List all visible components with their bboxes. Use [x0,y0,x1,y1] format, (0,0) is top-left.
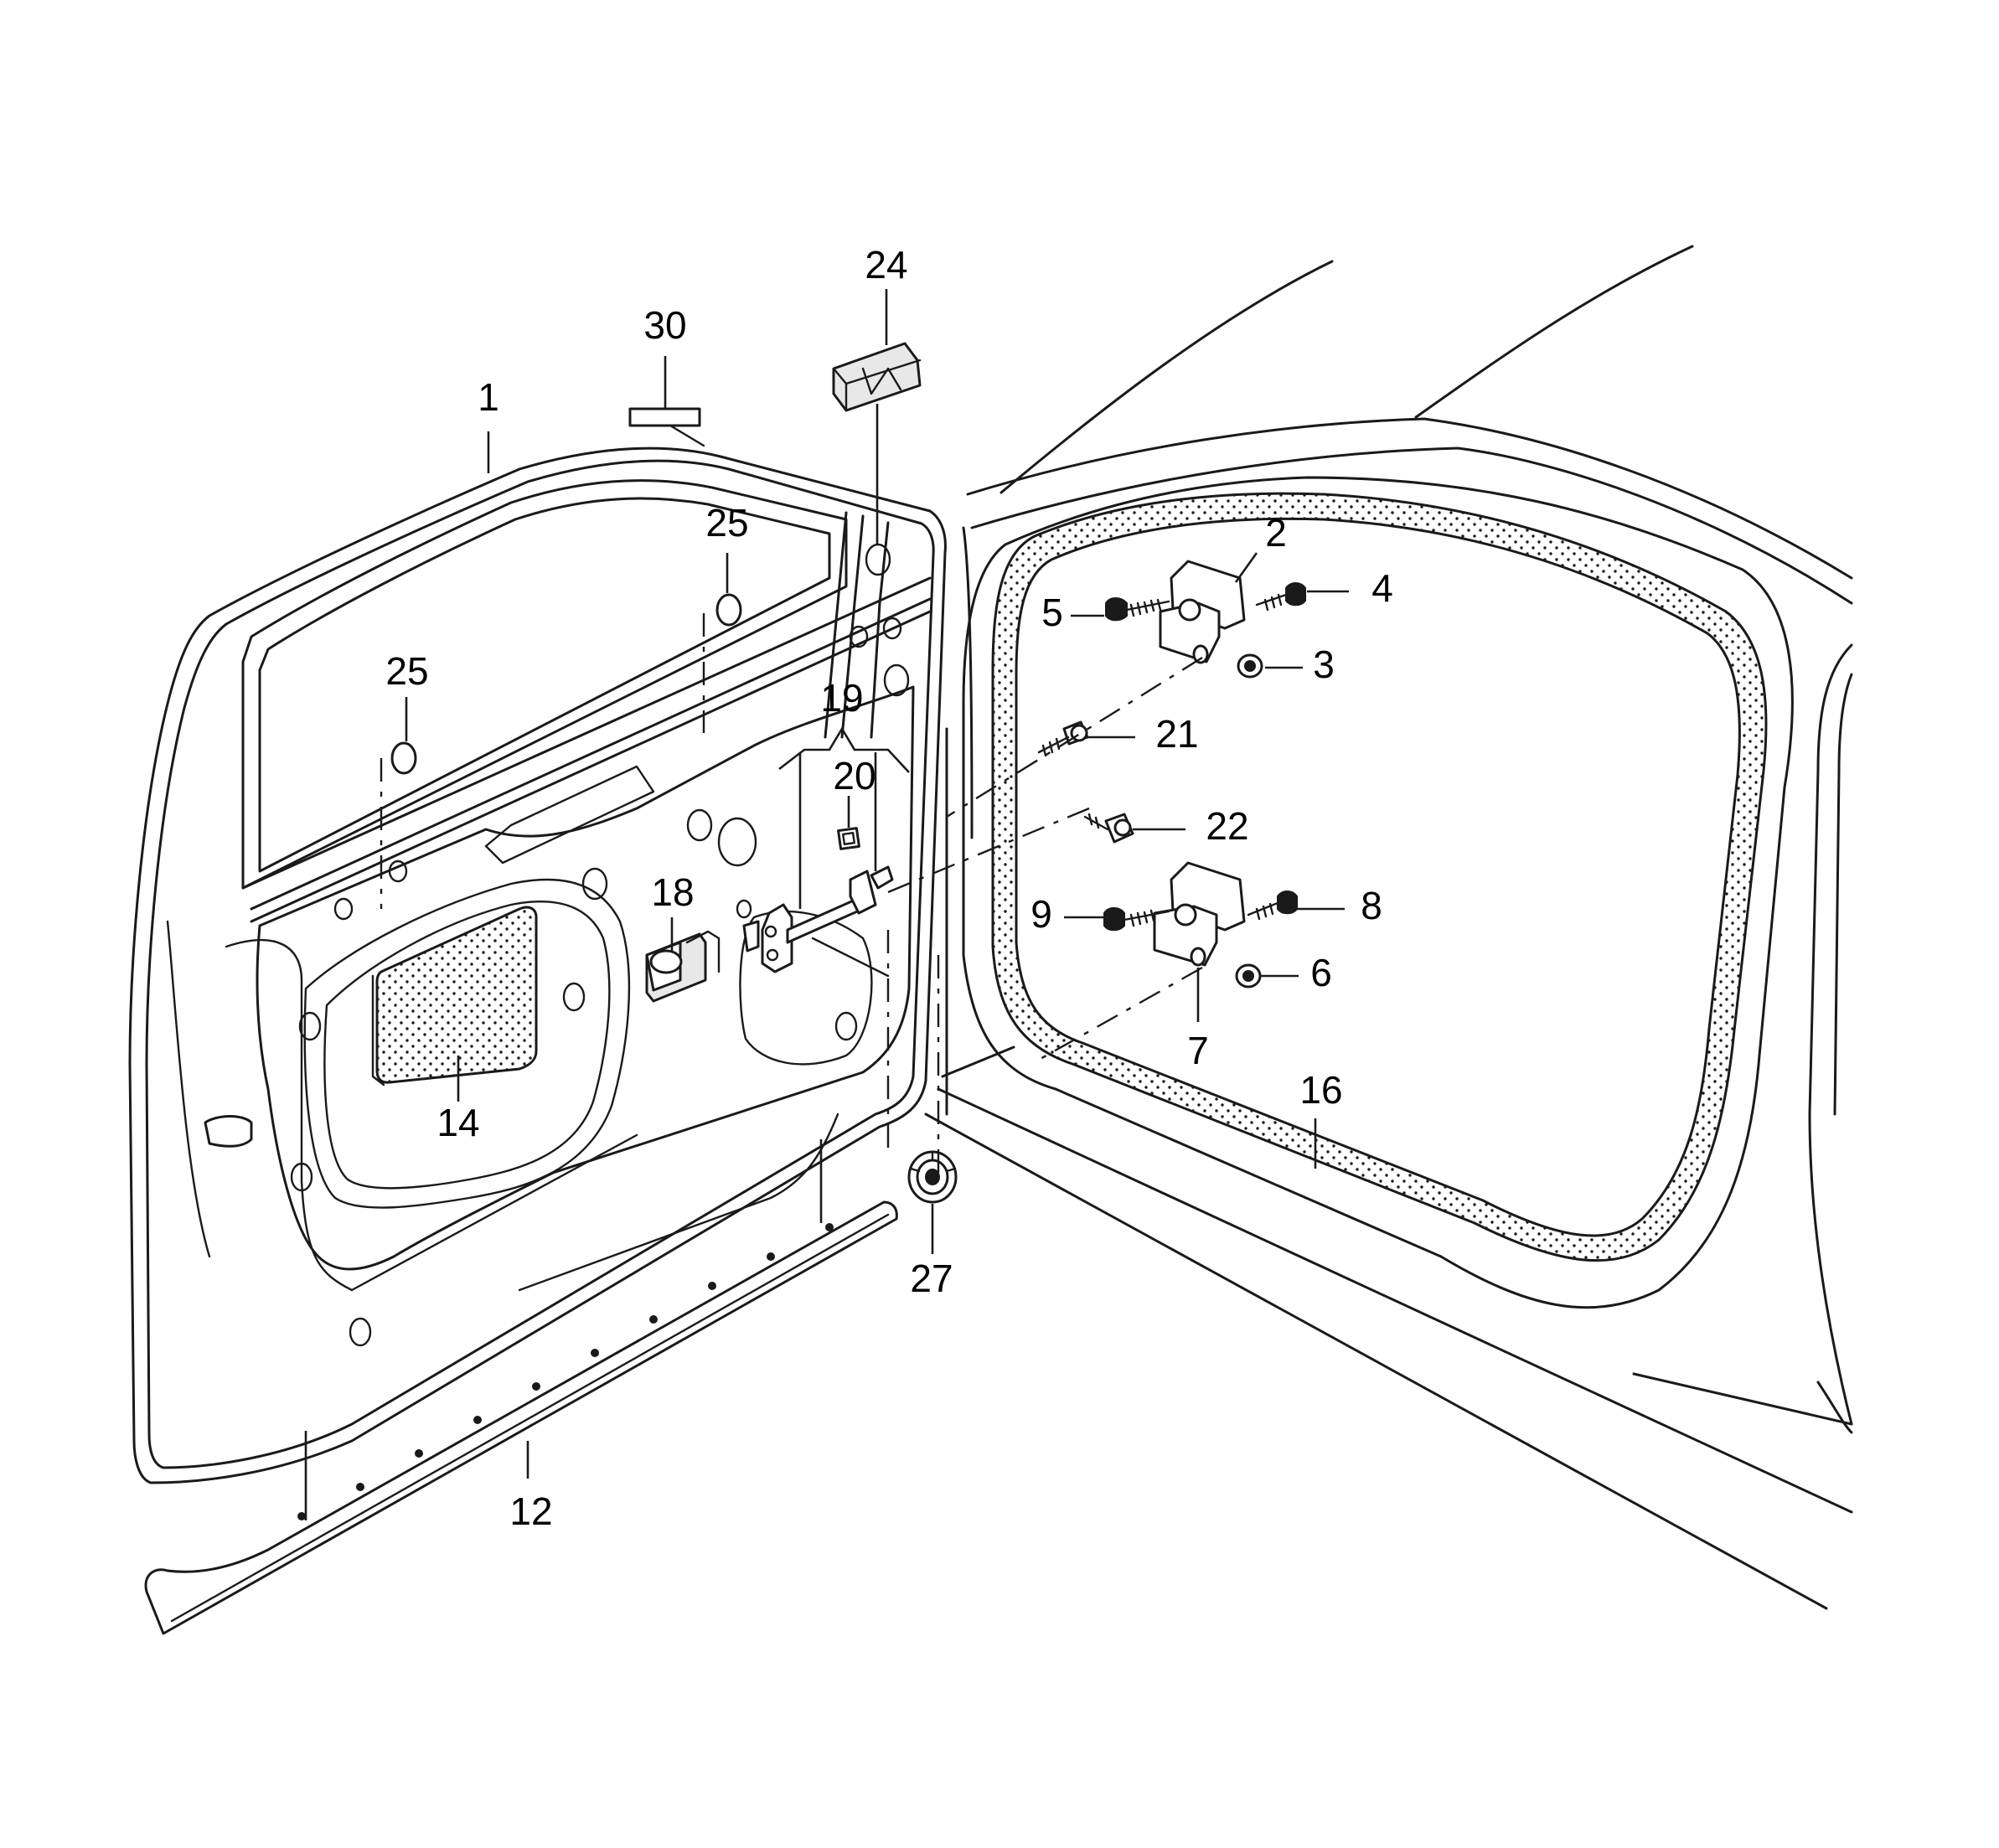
mounting-holes [290,617,910,1347]
part-24-block [832,342,922,412]
callout-7: 7 [1187,1029,1209,1072]
insulation-pad [371,906,538,1087]
part-18-lock [645,930,721,1003]
callout-20: 20 [833,754,876,798]
callout-25-lower: 25 [385,649,428,693]
car-body [924,245,1853,1610]
door-shell [128,447,947,1484]
callout-2: 2 [1265,511,1287,555]
callout-6: 6 [1310,951,1332,994]
part-27-grommet [907,1150,958,1204]
callout-5: 5 [1041,591,1063,634]
callout-8: 8 [1361,884,1382,927]
callout-25-upper: 25 [705,501,748,545]
callout-18: 18 [651,870,694,914]
plugs-25 [390,543,891,775]
callout-1: 1 [478,375,499,419]
callout-19: 19 [820,676,863,720]
door-moulding [144,1200,898,1635]
callout-21: 21 [1155,712,1198,756]
assembly-lines [380,613,1203,1173]
callout-3: 3 [1313,643,1335,686]
part-30-tape [628,407,705,447]
callout-22: 22 [1206,804,1248,848]
callout-9: 9 [1030,892,1052,936]
door-check-strap [742,827,894,973]
callouts: 1 2 3 4 5 6 7 8 9 12 14 16 [304,243,1393,1533]
door-seal [991,492,1768,1262]
bolts-21-22 [1037,720,1134,844]
upper-hinge [1105,560,1306,679]
callout-16: 16 [1299,1068,1342,1112]
callout-14: 14 [436,1101,479,1144]
callout-30: 30 [643,303,686,347]
lower-hinge [1103,861,1298,989]
callout-4: 4 [1371,566,1393,610]
callout-12: 12 [509,1489,552,1533]
callout-24: 24 [865,243,907,286]
callout-27: 27 [910,1257,953,1300]
